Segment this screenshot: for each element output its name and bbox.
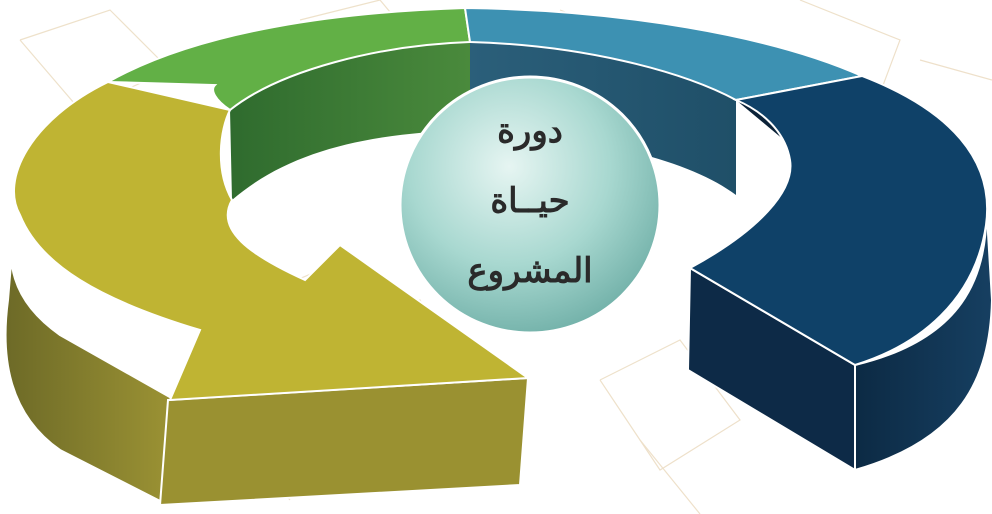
title-line-3: المشروع — [467, 251, 592, 291]
title-line-1: دورة — [497, 111, 563, 151]
segment-navy — [686, 74, 992, 472]
center-title: دورة حيــاة المشروع — [467, 111, 592, 291]
segment-olive-arrow — [4, 80, 531, 507]
segment-green — [104, 6, 472, 200]
center-sphere — [398, 75, 662, 335]
title-line-2: حيــاة — [490, 181, 569, 221]
